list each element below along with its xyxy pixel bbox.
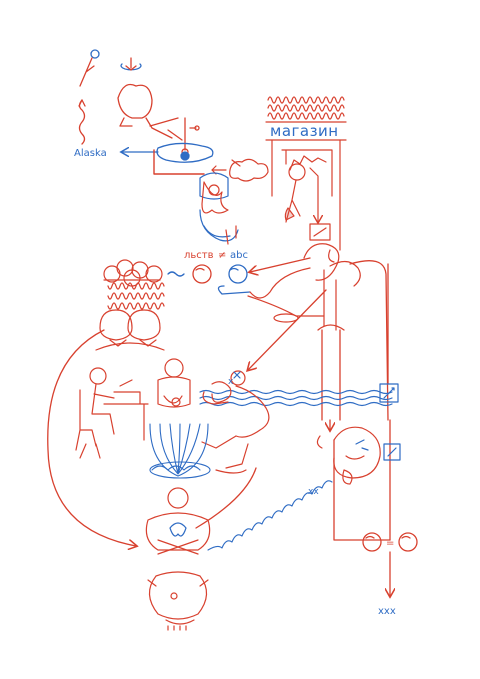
spiral-rope (207, 480, 333, 551)
equation-circles (362, 532, 418, 552)
hanging-figure-icon (284, 163, 318, 222)
bread-basket-icon (103, 259, 165, 310)
blue-dress-icon (149, 423, 211, 479)
shop-building-icon (265, 96, 347, 251)
alaska-label: Alaska (74, 148, 107, 159)
flow-line (250, 257, 311, 272)
river-lines (199, 389, 393, 407)
equation-equals: = (386, 538, 394, 549)
worker-figure-icon (247, 223, 361, 331)
formula-right: abc (230, 250, 248, 261)
output-marks: хх (308, 487, 319, 497)
formula-left: льств (184, 250, 214, 261)
falling-figure-icon (78, 49, 100, 145)
cushion-row (211, 158, 269, 182)
valve-icon (156, 117, 214, 163)
formula-circles (167, 264, 251, 295)
sitting-figure-icon (199, 172, 239, 245)
spinning-person-icon (117, 57, 183, 141)
box-icons (379, 383, 401, 461)
shop-sign: магазин (270, 122, 339, 140)
loop-arrow (47, 329, 136, 546)
hugging-figure-icon (157, 358, 191, 408)
pipe-system (317, 260, 391, 541)
formula-neq: ≠ (218, 250, 226, 261)
desk-person-icon (75, 367, 149, 459)
kneeling-figure-icon (201, 370, 270, 474)
flow-line (248, 289, 327, 370)
flow-line (195, 467, 257, 529)
flow-line (153, 149, 205, 175)
x-mark: х (228, 377, 234, 387)
output-label: ххх (378, 606, 396, 617)
two-heads-icon (95, 309, 165, 351)
bottom-figure-icon (145, 487, 211, 631)
grinning-face-icon (316, 426, 381, 485)
